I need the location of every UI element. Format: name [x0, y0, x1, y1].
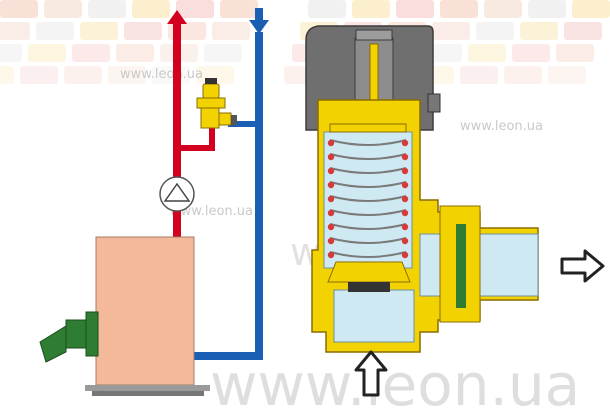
- spring-coil-right: [401, 153, 409, 161]
- background-tile: [432, 22, 470, 40]
- background-tile: [80, 22, 118, 40]
- spring-coil: [329, 153, 407, 160]
- watermark-large: www.leon.ua: [210, 351, 580, 410]
- outlet-arrow-icon: [560, 249, 605, 283]
- spring-coil: [329, 237, 407, 244]
- spring-coil: [329, 251, 407, 258]
- background-tile: [520, 22, 558, 40]
- background-tile: [460, 66, 498, 84]
- hot-pipe-branch: [181, 145, 215, 151]
- outlet-gasket: [456, 224, 466, 308]
- cold-return-pipe: [192, 32, 263, 360]
- background-tile: [308, 0, 346, 18]
- spring-coil-left: [327, 195, 335, 203]
- background-tile: [512, 44, 550, 62]
- spring: [327, 139, 409, 259]
- boiler: [85, 236, 210, 396]
- pump-icon: [159, 176, 195, 212]
- spring-coil: [329, 223, 407, 230]
- background-tile: [0, 0, 38, 18]
- background-tile: [556, 44, 594, 62]
- arrow-up-icon: [167, 10, 187, 32]
- spring-coil: [329, 195, 407, 202]
- background-tile: [352, 0, 390, 18]
- hot-supply-pipe: [173, 30, 215, 250]
- spring-coil: [329, 167, 407, 174]
- background-tile: [116, 44, 154, 62]
- spring-coil-right: [401, 181, 409, 189]
- background-tile: [124, 22, 162, 40]
- background-tile: [548, 66, 586, 84]
- background-tile: [468, 44, 506, 62]
- safety-valve-icon: [196, 78, 237, 129]
- background-tile: [504, 66, 542, 84]
- background-tile: [176, 0, 214, 18]
- spring-coil-left: [327, 251, 335, 259]
- background-tiles: [0, 0, 610, 84]
- spring-coil-right: [401, 209, 409, 217]
- background-tile: [220, 0, 258, 18]
- arrow-down-icon: [249, 8, 269, 34]
- spring-coil: [329, 209, 407, 216]
- background-tile: [20, 66, 58, 84]
- background-tile: [108, 66, 146, 84]
- hot-pipe-vertical: [173, 30, 181, 250]
- background-tile: [88, 0, 126, 18]
- background-tile: [440, 0, 478, 18]
- spring-coil-right: [401, 223, 409, 231]
- burner-icon: [39, 311, 99, 363]
- spring-coil-left: [327, 223, 335, 231]
- background-tile: [0, 66, 14, 84]
- background-tile: [36, 22, 74, 40]
- valve-disc: [327, 261, 411, 283]
- cold-pipe-horizontal: [192, 352, 263, 360]
- spring-coil: [329, 181, 407, 188]
- spring-coil-right: [401, 139, 409, 147]
- spring-coil-left: [327, 153, 335, 161]
- hot-pipe-branch-riser: [209, 128, 215, 150]
- spring-coil-left: [327, 139, 335, 147]
- background-tile: [0, 44, 22, 62]
- background-tile: [0, 22, 30, 40]
- spring-coil-right: [401, 237, 409, 245]
- spring-coil-left: [327, 167, 335, 175]
- spring-coil-left: [327, 237, 335, 245]
- valve-cutaway: [305, 25, 539, 353]
- spring-coil-left: [327, 209, 335, 217]
- spring-coil-right: [401, 167, 409, 175]
- watermark-small: www.leon.ua: [120, 67, 203, 82]
- background-tile: [204, 44, 242, 62]
- background-tile: [44, 0, 82, 18]
- spring-coil-right: [401, 251, 409, 259]
- background-tile: [132, 0, 170, 18]
- cold-pipe-vertical: [255, 32, 263, 360]
- spring-coil: [329, 139, 407, 146]
- cold-pipe-tee: [228, 121, 256, 127]
- background-tile: [564, 22, 602, 40]
- background-tile: [72, 44, 110, 62]
- spring-coil-left: [327, 181, 335, 189]
- background-tile: [528, 0, 566, 18]
- inlet-chamber: [333, 289, 415, 343]
- background-tile: [64, 66, 102, 84]
- watermark-small-3: www.leon.ua: [460, 119, 543, 134]
- spring-coil-right: [401, 195, 409, 203]
- background-tile: [396, 0, 434, 18]
- background-tile: [212, 22, 250, 40]
- background-tile: [28, 44, 66, 62]
- background-tile: [572, 0, 610, 18]
- background-tile: [484, 0, 522, 18]
- background-tile: [476, 22, 514, 40]
- valve-seal: [348, 282, 390, 292]
- watermark-small-2: www.leon.ua: [170, 204, 253, 219]
- inlet-arrow-icon: [354, 350, 388, 397]
